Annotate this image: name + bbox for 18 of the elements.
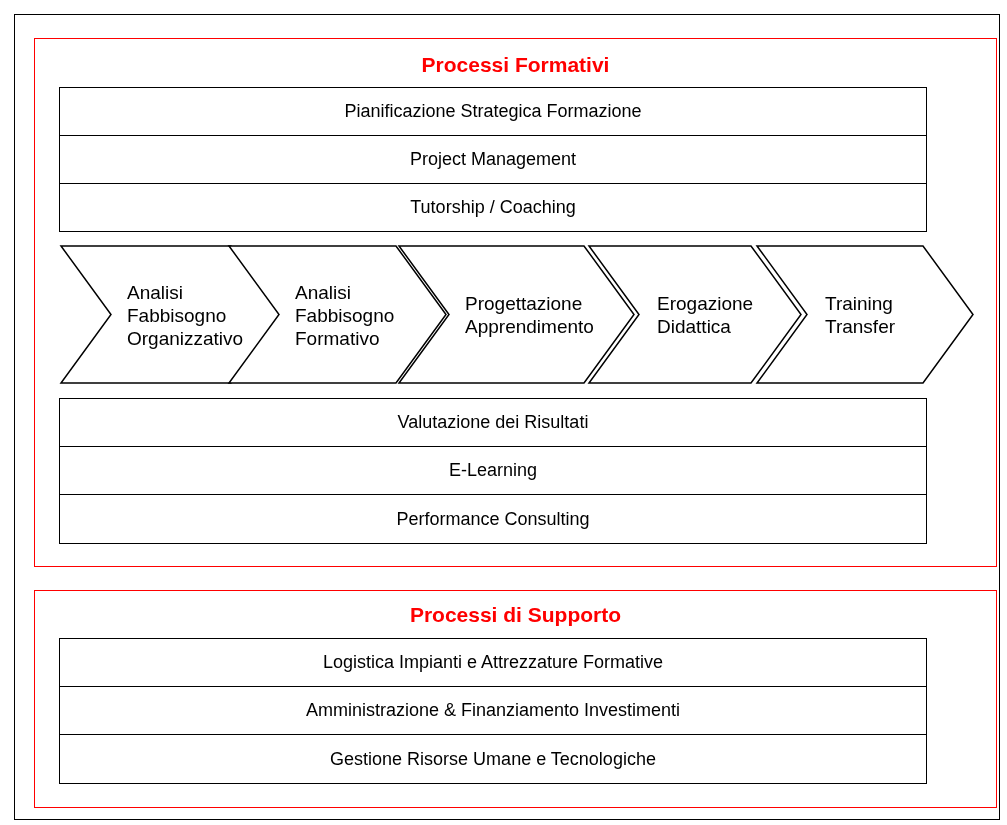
process-bar: Valutazione dei Risultati — [59, 398, 927, 447]
step-label: Analisi Fabbisogno Organizzativo — [127, 280, 245, 349]
process-bar: E-Learning — [59, 446, 927, 495]
process-bar: Amministrazione & Finanziamento Investimenti — [59, 686, 927, 735]
process-bar: Logistica Impianti e Attrezzature Formative — [59, 638, 927, 687]
process-bar: Pianificazione Strategica Formazione — [59, 87, 927, 136]
process-panel — [34, 590, 997, 808]
panel-title: Processi di Supporto — [409, 603, 622, 627]
process-panel — [34, 38, 997, 567]
step-label: Analisi Fabbisogno Formativo — [295, 280, 396, 349]
step-label: Training Transfer — [825, 291, 897, 338]
process-bar: Performance Consulting — [59, 494, 927, 544]
process-bar: Project Management — [59, 135, 927, 184]
process-bar: Tutorship / Coaching — [59, 183, 927, 232]
process-bar: Gestione Risorse Umane e Tecnologiche — [59, 734, 927, 784]
step-label: Erogazione Didattica — [657, 291, 755, 338]
panel-title: Processi Formativi — [421, 53, 610, 77]
step-label: Progettazione Apprendimento — [465, 291, 595, 338]
